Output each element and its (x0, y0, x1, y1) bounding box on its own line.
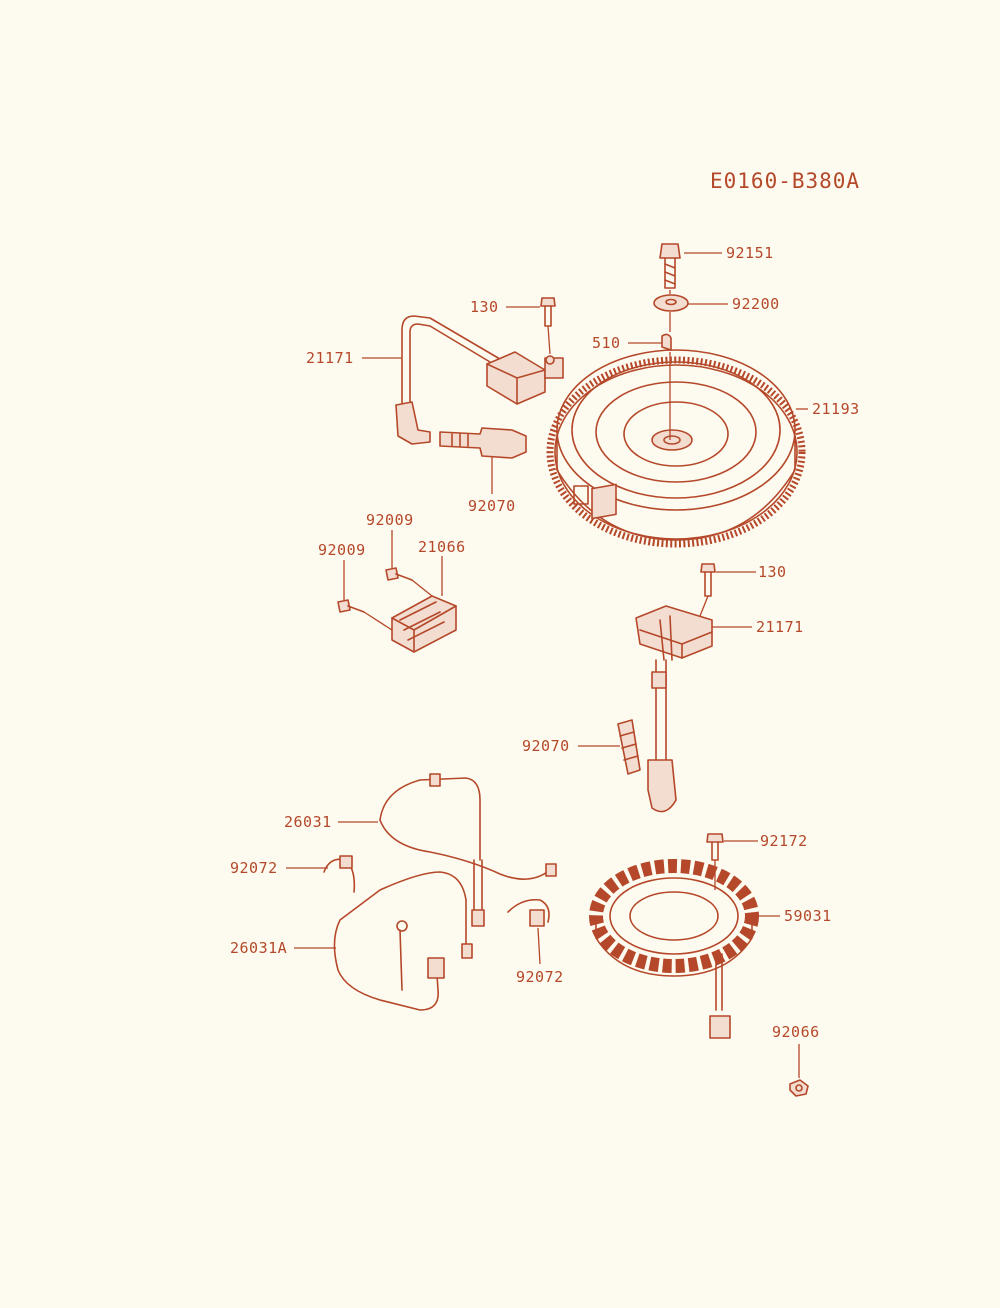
label-92009-b[interactable]: 92009 (318, 541, 366, 559)
spark-plug-mid-part[interactable] (617, 719, 641, 775)
label-21066[interactable]: 21066 (418, 538, 466, 556)
clamp-92072-left-part[interactable] (323, 855, 356, 893)
clamp-92072-mid-part[interactable] (507, 898, 550, 927)
label-92070-top[interactable]: 92070 (468, 497, 516, 515)
label-130-top[interactable]: 130 (470, 298, 499, 316)
label-92172[interactable]: 92172 (760, 832, 808, 850)
label-130-mid[interactable]: 130 (758, 563, 787, 581)
label-21171-mid[interactable]: 21171 (756, 618, 804, 636)
label-92072-left[interactable]: 92072 (230, 859, 278, 877)
label-21193[interactable]: 21193 (812, 400, 860, 418)
regulator-21066-part[interactable] (391, 595, 457, 653)
label-26031A[interactable]: 26031A (230, 939, 287, 957)
label-510[interactable]: 510 (592, 334, 621, 352)
spark-plug-top-part[interactable] (439, 427, 527, 459)
key-510-part[interactable] (661, 333, 672, 351)
screw-92172-part[interactable] (706, 833, 724, 861)
ignition-coil-mid-part[interactable] (635, 605, 713, 813)
washer-92200-part[interactable] (653, 294, 689, 312)
flywheel-part[interactable] (546, 349, 806, 548)
label-59031[interactable]: 59031 (784, 907, 832, 925)
nut-92066-part[interactable] (789, 1079, 809, 1097)
ignition-coil-top-part[interactable] (395, 315, 564, 445)
label-92200[interactable]: 92200 (732, 295, 780, 313)
label-21171-top[interactable]: 21171 (306, 349, 354, 367)
bolt-92151-part[interactable] (659, 243, 681, 289)
label-26031[interactable]: 26031 (284, 813, 332, 831)
screw-92009-b-part[interactable] (337, 599, 365, 613)
wire-harness-26031-part[interactable] (379, 773, 557, 927)
wire-harness-26031A-part[interactable] (333, 871, 473, 1011)
screw-92009-a-part[interactable] (385, 567, 413, 581)
label-92072-mid[interactable]: 92072 (516, 968, 564, 986)
label-92066[interactable]: 92066 (772, 1023, 820, 1041)
label-92009-a[interactable]: 92009 (366, 511, 414, 529)
diagram-code: E0160-B380A (710, 169, 860, 193)
label-92070-mid[interactable]: 92070 (522, 737, 570, 755)
label-92151[interactable]: 92151 (726, 244, 774, 262)
